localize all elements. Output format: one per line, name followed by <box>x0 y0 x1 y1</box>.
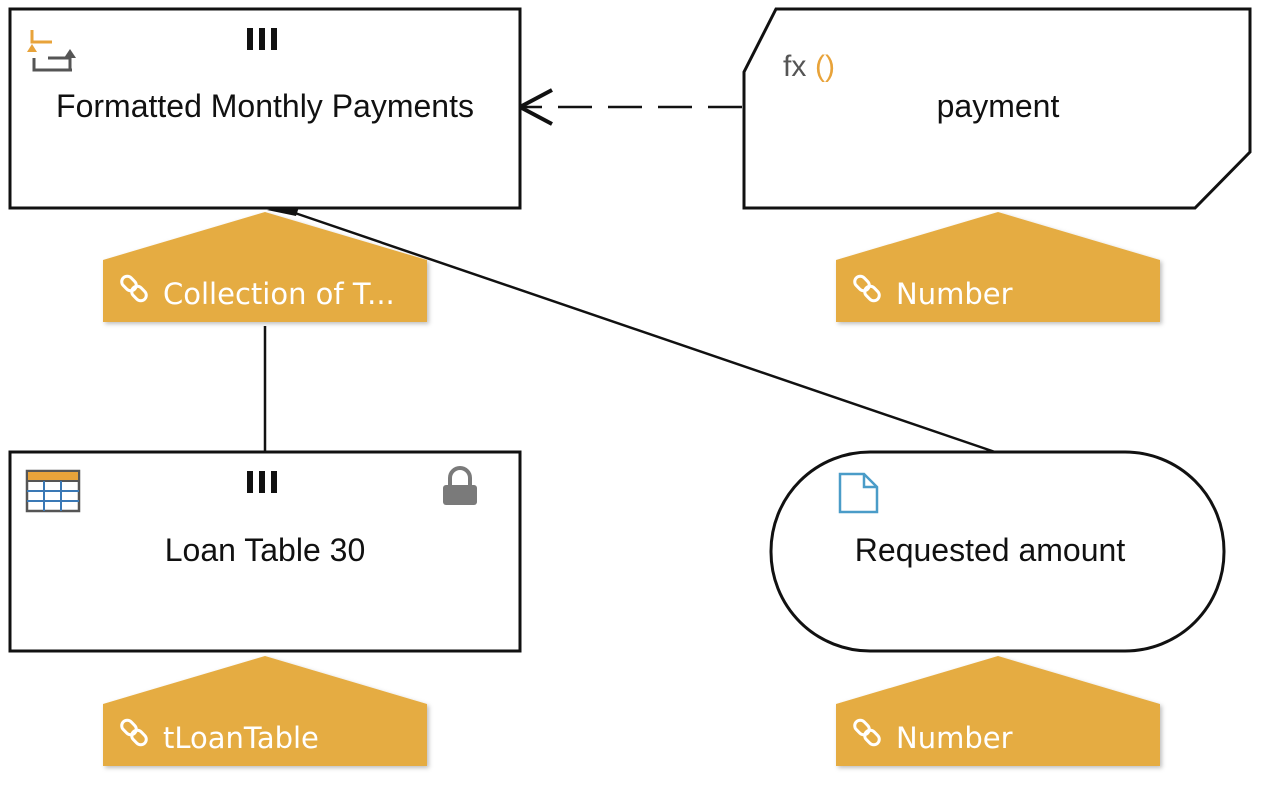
table-icon <box>25 469 81 513</box>
node-box <box>769 450 1226 653</box>
edge-payment-to-formatted[interactable] <box>515 88 742 126</box>
tag-shape <box>103 656 427 766</box>
lock-icon <box>443 466 477 505</box>
node-payment[interactable]: fx () payment <box>742 7 1252 210</box>
edge-requested-to-formatted[interactable] <box>267 204 996 454</box>
link-icon <box>120 274 148 303</box>
tag-label: Number <box>896 721 1013 755</box>
node-label: payment <box>937 88 1060 124</box>
tag-shape <box>103 212 427 322</box>
node-label: Formatted Monthly Payments <box>56 88 474 124</box>
link-icon <box>853 274 881 303</box>
tag-number-requested[interactable]: Number <box>836 656 1160 766</box>
tag-shape <box>836 212 1160 322</box>
node-requested-amount[interactable]: Requested amount <box>769 450 1226 653</box>
tag-number-payment[interactable]: Number <box>836 212 1160 322</box>
tag-shape <box>836 656 1160 766</box>
tag-label: tLoanTable <box>163 721 319 755</box>
node-label: Loan Table 30 <box>165 532 365 568</box>
link-icon <box>120 718 148 747</box>
collection-bars-icon <box>247 471 277 493</box>
document-icon <box>838 472 879 514</box>
tag-label: Number <box>896 277 1013 311</box>
node-loan-table[interactable]: Loan Table 30 <box>8 450 522 653</box>
tag-label: Collection of T... <box>163 277 395 311</box>
node-formatted-monthly-payments[interactable]: Formatted Monthly Payments <box>8 7 522 210</box>
tag-loan-table[interactable]: tLoanTable <box>103 656 427 766</box>
iterator-icon <box>27 30 76 72</box>
node-box <box>742 7 1252 210</box>
tag-collection[interactable]: Collection of T... <box>103 212 427 322</box>
solid-edge <box>291 210 996 454</box>
function-icon: fx () <box>783 50 835 83</box>
node-label: Requested amount <box>855 532 1126 568</box>
collection-bars-icon <box>247 28 277 50</box>
svg-text:fx: fx <box>783 50 806 83</box>
link-icon <box>853 718 881 747</box>
svg-text:(): () <box>815 50 835 83</box>
